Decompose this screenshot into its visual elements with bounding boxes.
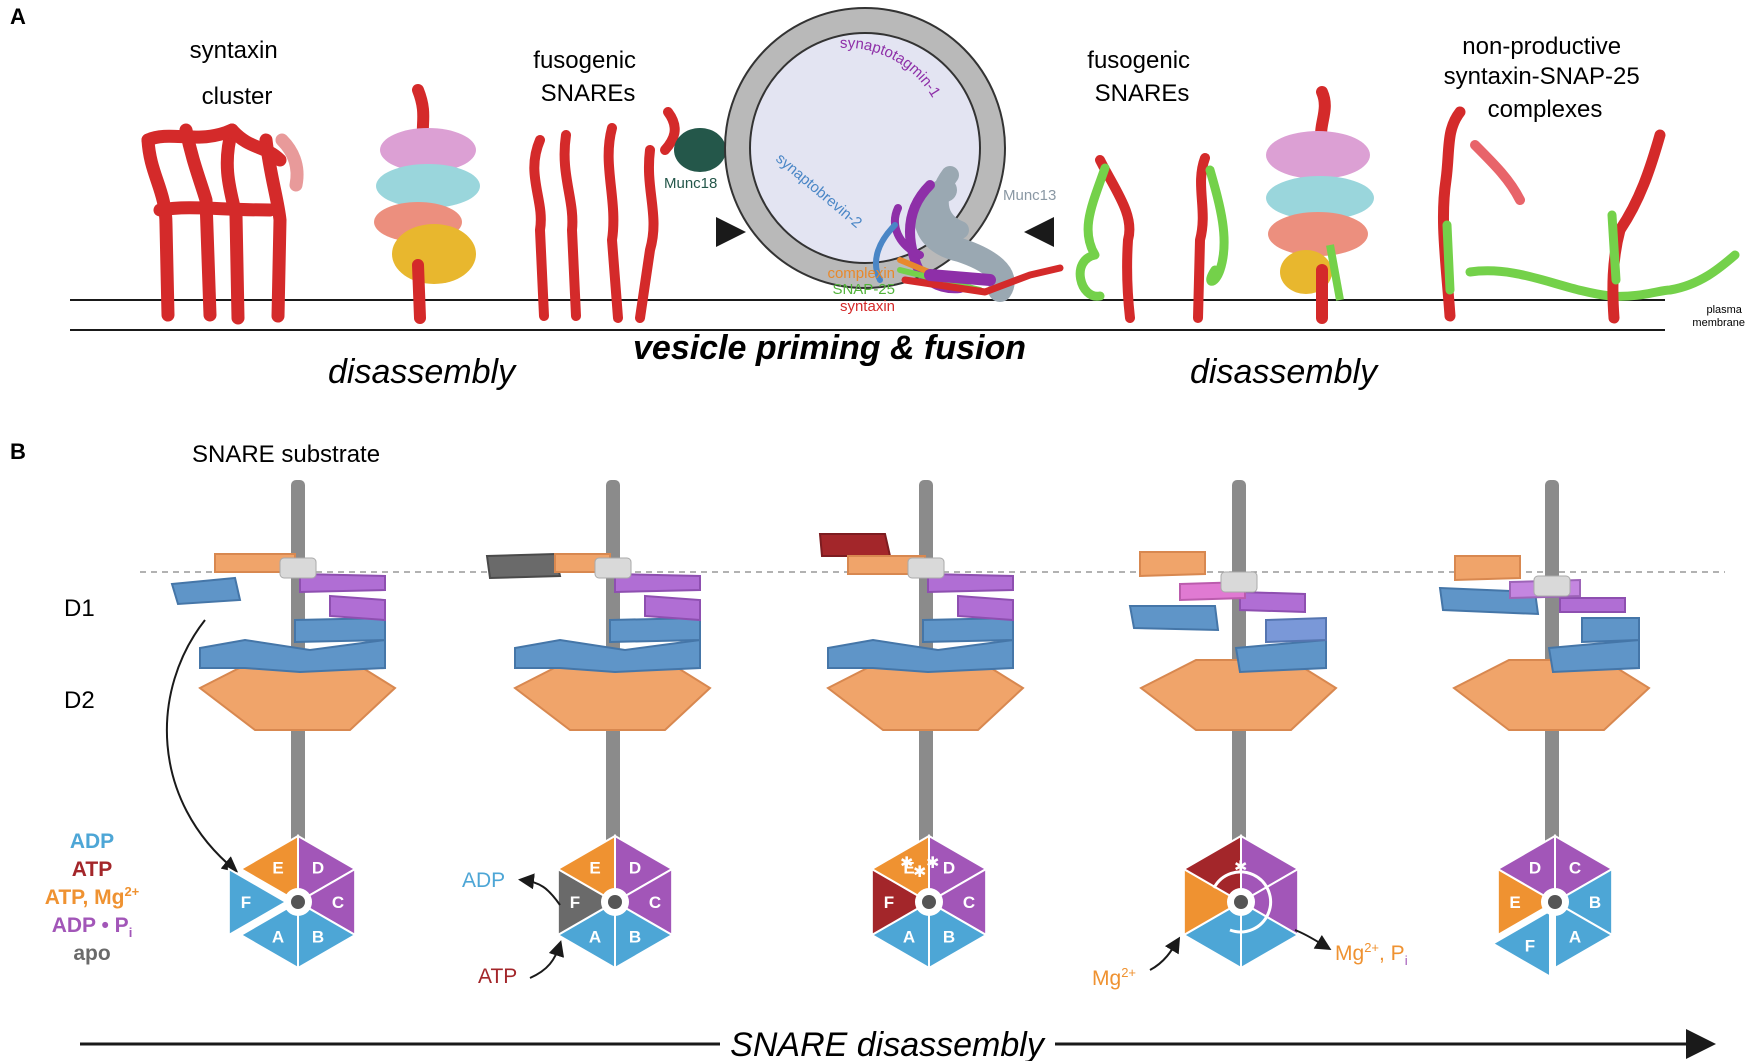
hexagon-subunit-letter: B [629, 928, 641, 947]
hexagon-subunit-letter: B [312, 928, 324, 947]
d2-label: D2 [64, 687, 95, 714]
hexagon-subunit-letter: A [589, 928, 601, 947]
disassembly-left-label: disassembly [328, 353, 517, 391]
hexagon-subunit-letter: B [943, 928, 955, 947]
hexagon-state-1: DCB A F E [227, 834, 358, 970]
snare-substrate-label: SNARE substrate [192, 441, 380, 468]
snare-disassembly-caption: SNARE disassembly [730, 1026, 1046, 1061]
hexagon-substrate-dot [1548, 895, 1562, 909]
hexagon-state-4: ✱ [1181, 834, 1301, 970]
hexagon-subunit-letter: D [629, 858, 641, 877]
hexagon-subunit [869, 834, 930, 904]
hexagon-substrate-dot [922, 895, 936, 909]
hexamer-stack-3 [818, 480, 1025, 845]
atp-bind-arrow [529, 940, 565, 979]
hexagon-subunit-letter: C [1569, 858, 1581, 877]
hexagon-subunit-letter: F [570, 893, 580, 912]
right-fusogenic-label: fusogenic SNAREs [1087, 47, 1196, 107]
star-icon: ✱ [926, 855, 939, 872]
legend-apo: apo [73, 942, 110, 965]
hexagon-subunit-letter: D [1529, 858, 1541, 877]
syntaxin-cluster [141, 123, 287, 325]
star-icon: ✱ [913, 864, 926, 881]
star-icon: ✱ [1234, 859, 1247, 876]
plasma-membrane-label: plasma membrane [1692, 304, 1745, 329]
adp-release-label: ADP [462, 869, 505, 892]
star-icon: ✱ [900, 855, 913, 872]
hexagon-subunit [555, 834, 616, 904]
hexagon-subunit-letter: E [903, 858, 914, 877]
hexagon-subunit [1495, 834, 1556, 904]
munc13-label: Munc13 [1003, 187, 1056, 204]
rotation-arrow-icon [1212, 870, 1273, 934]
hexagon-subunit [238, 900, 299, 970]
legend-adp: ADP [70, 830, 114, 853]
hexamer-stack-1 [170, 480, 397, 845]
right-fusogenic-snares [1075, 153, 1229, 323]
hexagon-subunit-letter: A [1569, 928, 1581, 947]
hexagon-subunit [238, 834, 299, 904]
complexin-label: complexin [827, 265, 895, 282]
mg-in-label: Mg2+ [1092, 965, 1136, 990]
atp-bind-label: ATP [478, 965, 517, 988]
mg-out-label: Mg2+, Pi [1335, 940, 1408, 968]
hexagon-state-2: DCB AFE [555, 834, 675, 970]
hexagon-subunit-letter: C [963, 893, 975, 912]
mg-out-arrow [1294, 929, 1332, 951]
disassembly-right-label: disassembly [1190, 353, 1379, 391]
panel-b-letter: B [10, 439, 26, 464]
munc18-label: Munc18 [664, 175, 717, 192]
hexagon-subunit-letter: E [589, 858, 600, 877]
snap25-label: SNAP-25 [832, 281, 895, 298]
adp-release-arrow [518, 873, 561, 906]
vesicle-priming-label: vesicle priming & fusion [633, 329, 1026, 367]
munc18-blob [674, 128, 726, 172]
d1-label: D1 [64, 595, 95, 622]
hexagon-substrate-dot [1234, 895, 1248, 909]
mg-in-arrow [1149, 936, 1181, 971]
left-fusogenic-label: fusogenic SNAREs [533, 47, 642, 107]
hexagon-subunit-letter: F [884, 893, 894, 912]
hexagon-subunit-letter: E [1509, 893, 1520, 912]
hexagon-subunit-letter: A [903, 928, 915, 947]
hexagon-subunit [227, 867, 289, 937]
hexagon-subunit-letter: D [943, 858, 955, 877]
curved-arrow-to-hexagon [165, 619, 239, 873]
hexagon-substrate-dot [608, 895, 622, 909]
hexagon-subunit-letter: F [241, 893, 251, 912]
left-sf-complex [374, 84, 480, 324]
hexagon-subunit-letter: B [1589, 893, 1601, 912]
hexagon-subunit-letter: C [332, 893, 344, 912]
syntaxin-cluster-label: syntaxin cluster [190, 37, 285, 110]
hexamer-stack-4 [1128, 480, 1338, 845]
hexagon-subunit-letter: C [649, 893, 661, 912]
syntaxin-cluster-pink-part [275, 133, 304, 192]
hexagon-subunit [1181, 834, 1242, 904]
hexagon-subunit-letter: D [312, 858, 324, 877]
nonproductive-complexes [1437, 106, 1740, 324]
hexagon-subunit [1554, 900, 1615, 970]
hexagon-subunit [1490, 908, 1551, 979]
hexagon-subunit-letter: F [1525, 936, 1535, 955]
hexamer-stack-2 [485, 480, 712, 845]
legend-adp-pi: ADP • Pi [52, 914, 133, 940]
panel-a-letter: A [10, 4, 26, 29]
left-fusogenic-snares [529, 107, 680, 323]
hexagon-subunit-letter: E [272, 858, 283, 877]
hexagon-subunit-letter: A [272, 928, 284, 947]
nonproductive-label: non-productive syntaxin-SNAP-25 complexe… [1444, 33, 1647, 123]
right-sf-complex [1266, 86, 1374, 324]
legend-atp: ATP [72, 858, 112, 881]
syntaxin-label: syntaxin [840, 298, 895, 315]
fusion-machinery [873, 166, 1064, 302]
hexamer-stack-5 [1438, 480, 1651, 845]
snare-disassembly-caption-bg [720, 1022, 1055, 1061]
legend-atp-mg: ATP, Mg2+ [45, 884, 140, 909]
hexagon-state-5: CBA F ED [1490, 834, 1615, 979]
hexagon-substrate-dot [291, 895, 305, 909]
